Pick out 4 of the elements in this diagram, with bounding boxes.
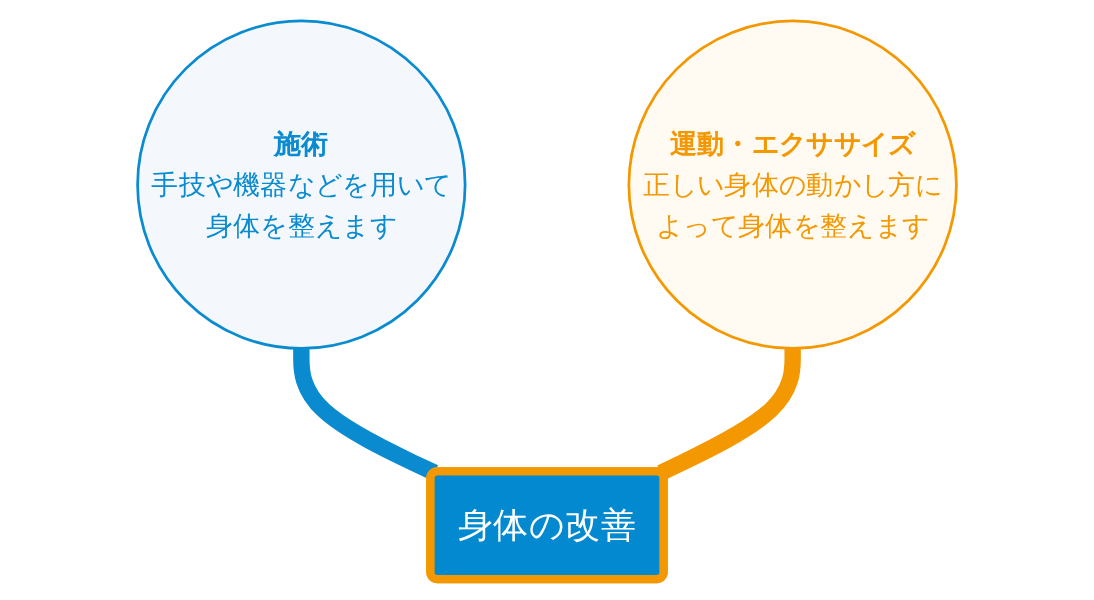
connector (657, 348, 801, 481)
node-circle: 施術 手技や機器などを用いて身体を整えます (136, 19, 467, 350)
connector (293, 348, 439, 481)
node-circle: 運動・エクササイズ 正しい身体の動かし方によって身体を整えます (627, 19, 958, 350)
